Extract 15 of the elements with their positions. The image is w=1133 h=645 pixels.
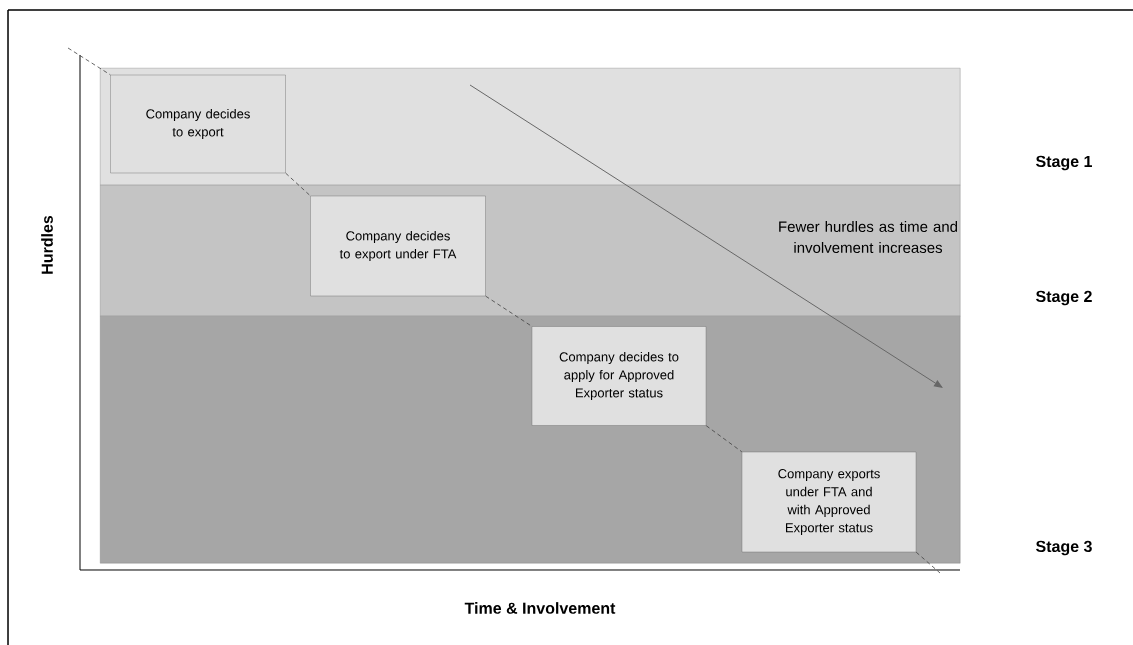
process-box: Company decides to apply for Approved Exporter status xyxy=(531,326,707,426)
connector-line xyxy=(705,425,743,453)
process-box: Company decides to export under FTA xyxy=(310,195,486,297)
connector-line xyxy=(67,47,111,76)
annotation-text: Fewer hurdles as time and involvement increases xyxy=(779,221,958,253)
connector-line xyxy=(285,172,311,197)
process-box: Company exports under FTA and with Approved Exporter status xyxy=(741,451,917,553)
axis-title: Hurdles xyxy=(41,215,53,274)
axis-title: Time & Involvement xyxy=(464,602,616,614)
connector-line xyxy=(915,551,941,574)
stage-label: Stage 2 xyxy=(1036,290,1092,306)
stage-label: Stage 3 xyxy=(1036,540,1092,556)
connector-line xyxy=(485,295,533,327)
process-box: Company decides to export xyxy=(110,74,286,174)
stage-label: Stage 1 xyxy=(1036,155,1092,171)
